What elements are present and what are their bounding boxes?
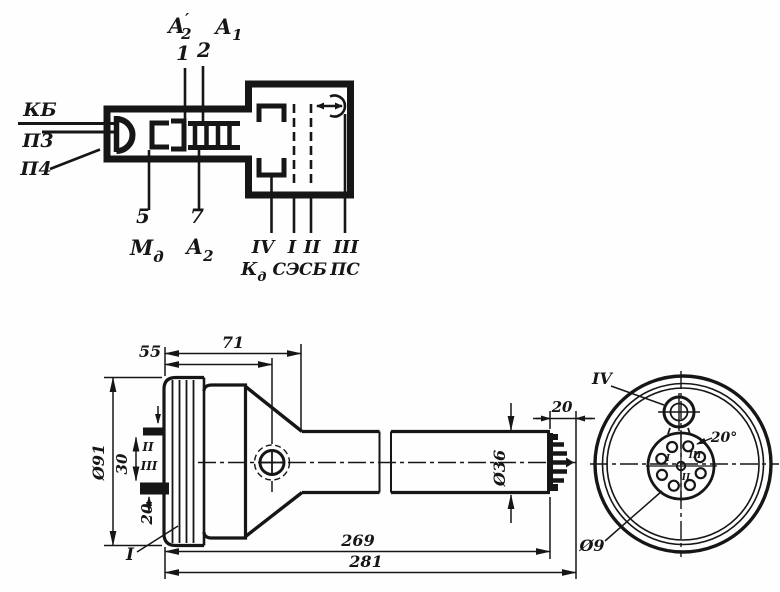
center-pin <box>675 460 687 472</box>
tiny-label-i: I <box>665 454 671 464</box>
label-p4: П4 <box>19 158 51 180</box>
bezel-outline <box>162 375 204 548</box>
dim-label-55: 55 <box>139 342 161 361</box>
pin-hole <box>694 467 707 480</box>
label-a2: А2 <box>184 234 214 265</box>
pin-hole <box>655 468 669 481</box>
label-section-i: I <box>125 545 135 565</box>
dim-label-269: 269 <box>340 531 374 550</box>
tiny-label-ii: II <box>681 473 691 483</box>
dim-label-20-right: 20 <box>551 398 573 416</box>
leader-section-i <box>136 525 179 553</box>
barrel-outline <box>202 383 248 540</box>
tiny-label-iii: III <box>688 451 702 461</box>
terminal-abbr-sb: СБ <box>299 260 328 280</box>
contact-tab-ii <box>143 427 165 436</box>
multiplier-box <box>245 80 354 199</box>
terminal-roman-ii: II <box>303 237 321 258</box>
label-pin1: 1 <box>176 41 190 65</box>
base-pin-holes <box>655 440 707 492</box>
label-contact-ii: II <box>141 440 154 454</box>
electrode-bracket-left <box>149 120 169 150</box>
terminal-abbr-ps: ПС <box>329 260 360 280</box>
label-key-iv: IV <box>591 369 613 388</box>
dim-label-30: 30 <box>113 453 131 474</box>
label-angle: 20° <box>710 430 737 446</box>
key-leg <box>667 427 671 435</box>
contact-tab-iii <box>140 482 169 495</box>
dim-label-71: 71 <box>222 333 244 352</box>
terminal-roman-iv: IV <box>251 237 276 258</box>
pin-hole <box>655 452 668 465</box>
label-md: Мд <box>129 235 164 266</box>
cone-bottom <box>244 491 304 538</box>
label-a2-prime: А′2 <box>166 10 192 43</box>
dim-label-281: 281 <box>348 552 382 571</box>
cone-top <box>244 385 304 433</box>
scanner-circle <box>329 94 347 118</box>
terminal-roman-iii: III <box>332 237 359 258</box>
label-pin5: 5 <box>136 204 150 228</box>
label-a1: А1 <box>213 14 243 44</box>
label-pin2: 2 <box>196 38 211 62</box>
screw-head <box>258 449 286 476</box>
end-view: 20° IV Ø9 I II III <box>578 369 779 557</box>
deflector-plate-top <box>256 103 287 122</box>
pin-hole <box>665 440 679 454</box>
dim-label-91: Ø91 <box>89 444 108 481</box>
photocathode-arc <box>116 116 136 154</box>
electrode-bracket-right <box>171 118 187 152</box>
terminal-abbr-se: СЭ <box>272 260 299 280</box>
label-pin7: 7 <box>190 204 204 228</box>
leader-p4 <box>49 148 101 171</box>
terminal-roman-i: I <box>287 237 297 258</box>
tube-schematic: А′2 А1 1 2 КБ П3 П4 5 7 Мд А2 IV I II II… <box>18 10 360 285</box>
screw-boss <box>253 444 291 481</box>
pin-hole <box>683 478 697 492</box>
label-pin-dia: Ø9 <box>578 536 604 555</box>
terminal-abbr-kd: Кд <box>240 259 266 285</box>
pin-hole <box>693 451 707 464</box>
pin-blob <box>550 484 558 491</box>
dim-label-36: Ø36 <box>490 450 509 487</box>
pin-hole <box>682 440 695 453</box>
tube-envelope <box>103 105 252 163</box>
leader-key <box>610 385 665 406</box>
side-view: 71 55 Ø91 30 20 II III Ø36 20 269 281 I <box>89 333 595 579</box>
dimensions <box>104 344 595 579</box>
label-kb: КБ <box>22 99 57 121</box>
angle-arrow <box>696 437 713 445</box>
deflector-plate-bottom <box>256 158 287 178</box>
dim-label-20-left: 20 <box>138 503 156 525</box>
label-p3: П3 <box>21 130 53 152</box>
leader-pin-dia <box>604 490 663 542</box>
pin-blob <box>550 434 558 440</box>
label-contact-iii: III <box>140 459 158 473</box>
pin-hole <box>667 479 680 492</box>
